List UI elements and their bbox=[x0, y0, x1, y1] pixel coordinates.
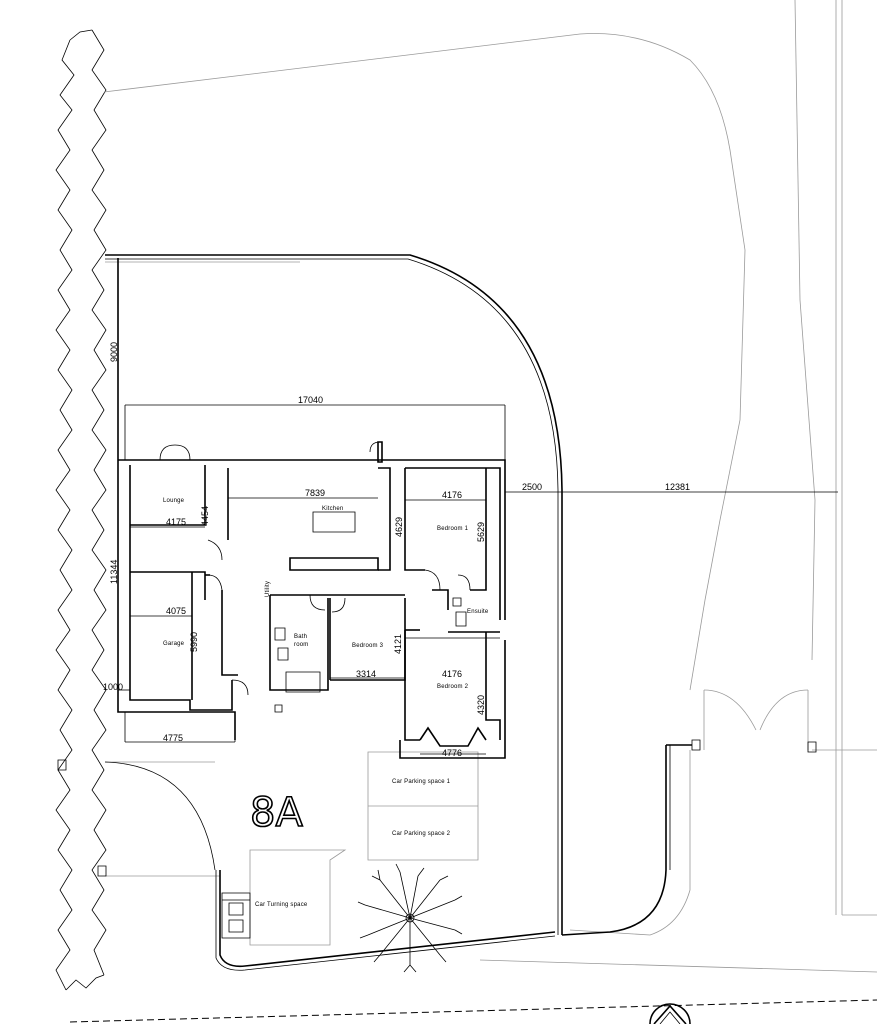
dim-bed1-width: 4176 bbox=[442, 490, 462, 500]
dim-garage-front: 4775 bbox=[163, 733, 183, 743]
dim-bed2-width: 4176 bbox=[442, 669, 462, 679]
room-label-kitchen: Kitchen bbox=[322, 506, 343, 512]
north-arrow-icon bbox=[649, 1003, 691, 1024]
dim-garage-depth: 5990 bbox=[189, 632, 199, 652]
door-swings bbox=[159, 441, 471, 713]
dim-bed2-depth: 4320 bbox=[476, 695, 486, 715]
road-edge bbox=[69, 999, 877, 1023]
plot-label: 8A bbox=[250, 790, 303, 836]
room-label-bathroom-line-2: room bbox=[294, 642, 308, 648]
room-label-bedroom-1: Bedroom 1 bbox=[437, 526, 469, 532]
room-label-ensuite: Ensuite bbox=[467, 609, 489, 615]
existing-site-lines bbox=[103, 0, 877, 973]
dim-side-gap: 2500 bbox=[522, 482, 542, 492]
site-label-parking-2: Car Parking space 2 bbox=[392, 831, 451, 837]
dim-kitchen-width: 7839 bbox=[305, 488, 325, 498]
room-label-garage: Garage bbox=[163, 641, 185, 647]
room-label-lounge: Lounge bbox=[163, 498, 185, 504]
turning-space-pavers bbox=[221, 892, 251, 939]
site-label-turning: Car Turning space bbox=[255, 902, 308, 908]
dim-bed3-depth: 4121 bbox=[393, 634, 403, 654]
room-label-utility: Utility bbox=[265, 581, 271, 597]
dim-kitchen-depth: 4629 bbox=[394, 517, 404, 537]
plot-boundary bbox=[57, 254, 817, 971]
dim-east-distance: 12381 bbox=[665, 482, 690, 492]
hedge-boundary bbox=[55, 29, 107, 991]
room-label-bedroom-3: Bedroom 3 bbox=[352, 643, 384, 649]
dim-overall-width: 17040 bbox=[298, 395, 323, 405]
dim-lounge-depth: 4454 bbox=[200, 506, 210, 526]
dimension-lines bbox=[118, 404, 838, 755]
house-walls bbox=[117, 258, 506, 759]
dim-front-setback: 1000 bbox=[103, 682, 123, 692]
site-label-parking-1: Car Parking space 1 bbox=[392, 779, 451, 785]
dim-bed1-depth: 5629 bbox=[476, 522, 486, 542]
dim-lounge-width: 4175 bbox=[166, 517, 186, 527]
dim-garage-width: 4075 bbox=[166, 606, 186, 616]
room-label-bedroom-2: Bedroom 2 bbox=[437, 684, 469, 690]
dim-overall-depth: 11344 bbox=[109, 560, 119, 584]
dim-bed2-front: 4776 bbox=[442, 748, 462, 758]
tree-symbol bbox=[357, 863, 463, 973]
dim-side-setback: 9000 bbox=[109, 342, 119, 362]
dim-bed3-width: 3314 bbox=[356, 669, 376, 679]
room-label-bathroom-line-1: Bath bbox=[294, 634, 307, 640]
